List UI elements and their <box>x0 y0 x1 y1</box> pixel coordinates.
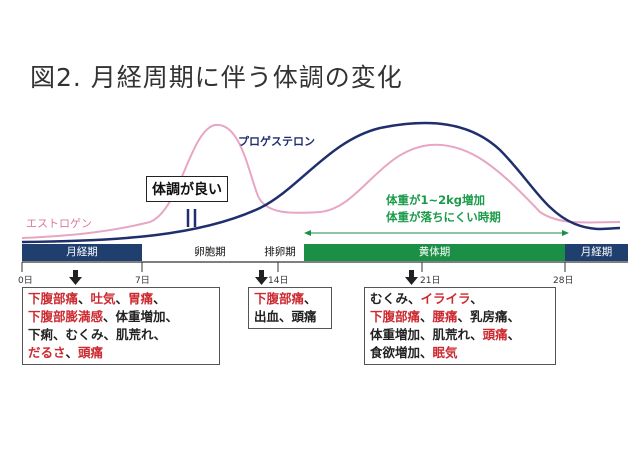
phase-menstruation: 月経期 <box>22 244 142 261</box>
symptom-line: むくみ、イライラ、 <box>370 291 483 306</box>
symptom-line: 下腹部膨満感、体重増加、 <box>28 309 179 324</box>
symptom-line: 下腹部痛、腰痛、乳房痛、 <box>370 309 521 324</box>
phase-ovulation: 排卵期 <box>264 246 296 258</box>
phase-menstruation-2: 月経期 <box>565 244 628 261</box>
phase-follicular: 卵胞期 <box>194 246 226 258</box>
symptom-line: 下腹部痛、 <box>254 291 317 306</box>
page-title: 図2. 月経周期に伴う体調の変化 <box>30 63 403 92</box>
symptom-line: 下痢、むくみ、肌荒れ、 <box>28 327 167 342</box>
down-arrow-icon <box>255 270 268 285</box>
symptom-line: 下腹部痛、吐気、胃痛、 <box>28 291 166 306</box>
day-label-0: 0日 <box>18 276 33 286</box>
progesterone-label: プロゲステロン <box>238 135 315 148</box>
weight-note-line: 体重が落ちにくい時期 <box>386 210 501 224</box>
day-label-14: 14日 <box>268 276 289 286</box>
estrogen-curve <box>21 123 621 239</box>
symptom-line: 出血、頭痛 <box>254 309 317 324</box>
symptom-line: 食欲増加、眠気 <box>370 345 458 360</box>
symptoms-menstruation: 下腹部痛、吐気、胃痛、 下腹部膨満感、体重増加、 下痢、むくみ、肌荒れ、 だるさ… <box>22 287 220 365</box>
symptoms-ovulation: 下腹部痛、 出血、頭痛 <box>248 287 332 329</box>
day-label-7: 7日 <box>135 276 150 286</box>
arrow-head-left <box>304 230 311 236</box>
symptom-line: だるさ、頭痛 <box>28 345 104 360</box>
arrow-head-right <box>562 230 569 236</box>
day-label-28: 28日 <box>553 276 574 286</box>
estrogen-label: エストロゲン <box>26 217 92 230</box>
good-condition-label: 体調が良い <box>146 176 228 202</box>
weight-note: 体重が1~2kg増加 体重が落ちにくい時期 <box>386 192 501 226</box>
down-arrow-icon <box>405 270 418 285</box>
symptoms-luteal: むくみ、イライラ、 下腹部痛、腰痛、乳房痛、 体重増加、肌荒れ、頭痛、 食欲増加… <box>364 287 556 365</box>
progesterone-curve <box>21 121 621 244</box>
phase-luteal: 黄体期 <box>304 244 565 261</box>
weight-note-line: 体重が1~2kg増加 <box>386 193 486 207</box>
down-arrow-icon <box>69 270 82 285</box>
symptom-line: 体重増加、肌荒れ、頭痛、 <box>370 327 521 342</box>
day-label-21: 21日 <box>420 276 441 286</box>
